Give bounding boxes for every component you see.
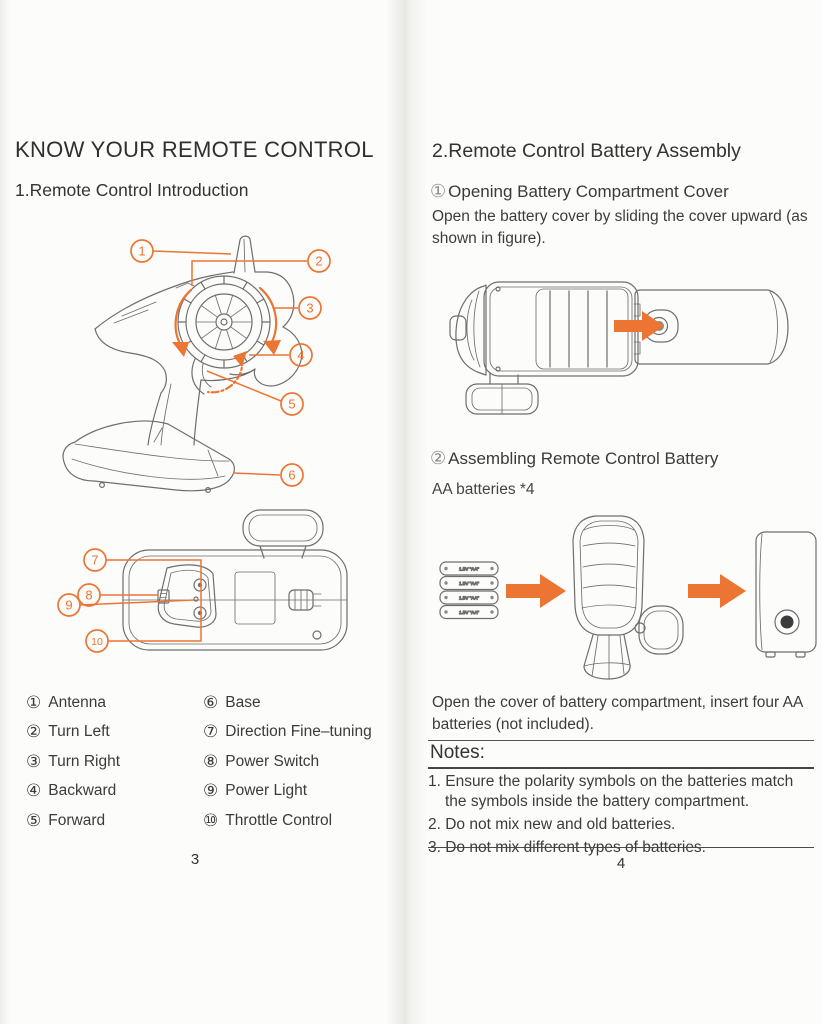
legend-item-forward: ⑤ Forward bbox=[26, 810, 106, 830]
callout-4: 4 bbox=[289, 343, 313, 367]
battery-cover-slide-figure bbox=[449, 281, 789, 415]
svg-text:1.5V "AA": 1.5V "AA" bbox=[459, 610, 479, 615]
note-item-1: 1. Ensure the polarity symbols on the ba… bbox=[428, 772, 794, 811]
right-page-number: 4 bbox=[616, 855, 626, 872]
callout-5: 5 bbox=[280, 392, 304, 416]
close-cover-arrow-icon bbox=[688, 574, 746, 608]
svg-text:3: 3 bbox=[306, 301, 313, 316]
turn-right-arrow-icon bbox=[258, 286, 281, 355]
control-panel-drawing bbox=[157, 564, 217, 628]
battery-insert-line-art: 1.5V "AA" 1.5V "AA" 1.5V "AA" 1.5V "AA" bbox=[439, 515, 817, 680]
legend-item-direction-fine-tuning: ⑦ Direction Fine–tuning bbox=[203, 722, 372, 742]
legend-column-1: ① Antenna ② Turn Left ③ Turn Right ④ Bac… bbox=[26, 688, 120, 836]
top-view-line-art bbox=[122, 509, 348, 651]
legend-item-backward: ④ Backward bbox=[26, 781, 117, 801]
legend-column-2: ⑥ Base ⑦ Direction Fine–tuning ⑧ Power S… bbox=[203, 688, 372, 836]
base-drawing bbox=[62, 420, 235, 494]
remote-top-view-figure: 7 8 9 10 bbox=[57, 509, 348, 653]
callout-2: 2 bbox=[307, 249, 331, 273]
svg-text:4: 4 bbox=[297, 348, 304, 363]
battery-cover-upright-drawing bbox=[755, 531, 817, 658]
right-page-title: 2.Remote Control Battery Assembly bbox=[432, 140, 741, 162]
battery-count-caption: AA batteries *4 bbox=[432, 481, 535, 498]
side-knob-drawing bbox=[288, 589, 322, 611]
turn-left-arrow-icon bbox=[172, 288, 193, 357]
power-switch-drawing bbox=[157, 589, 170, 604]
svg-text:2: 2 bbox=[315, 254, 322, 269]
battery-insert-figure: 1.5V "AA" 1.5V "AA" 1.5V "AA" 1.5V "AA" bbox=[439, 515, 817, 680]
note-item-2: 2. Do not mix new and old batteries. bbox=[428, 816, 676, 833]
left-page-number: 3 bbox=[190, 851, 200, 868]
legend-item-turn-left: ② Turn Left bbox=[26, 722, 110, 742]
remote-body-line-art bbox=[62, 235, 303, 494]
open-compartment-drawing bbox=[572, 515, 684, 680]
step1-heading: ① Opening Battery Compartment Cover bbox=[430, 181, 729, 201]
notes-heading: Notes: bbox=[428, 740, 814, 769]
trigger-motion-arrow-icon bbox=[206, 351, 247, 394]
slide-direction-arrow-icon bbox=[614, 311, 664, 341]
svg-text:1.5V "AA": 1.5V "AA" bbox=[459, 581, 479, 586]
legend-item-power-switch: ⑧ Power Switch bbox=[203, 751, 320, 771]
callout-7: 7 bbox=[83, 548, 107, 572]
svg-text:1.5V "AA": 1.5V "AA" bbox=[459, 595, 479, 600]
svg-text:5: 5 bbox=[288, 397, 295, 412]
step1-body-text: Open the battery cover by sliding the co… bbox=[432, 208, 808, 247]
svg-text:1: 1 bbox=[138, 244, 145, 259]
steering-wheel-top-drawing bbox=[242, 509, 324, 559]
step2-heading: ② Assembling Remote Control Battery bbox=[430, 448, 719, 468]
legend-item-turn-right: ③ Turn Right bbox=[26, 751, 121, 771]
legend-item-throttle-control: ⑩ Throttle Control bbox=[203, 810, 333, 830]
callout-leader-lines bbox=[152, 250, 307, 476]
legend-item-base: ⑥ Base bbox=[203, 692, 261, 712]
svg-text:1.5V "AA": 1.5V "AA" bbox=[459, 566, 479, 571]
aa-batteries-drawing: 1.5V "AA" 1.5V "AA" 1.5V "AA" 1.5V "AA" bbox=[439, 561, 499, 620]
steering-wheel-drawing bbox=[177, 275, 271, 369]
svg-text:7: 7 bbox=[91, 553, 98, 568]
svg-text:10: 10 bbox=[91, 636, 103, 648]
left-page-title: KNOW YOUR REMOTE CONTROL bbox=[15, 137, 374, 162]
notes-bottom-rule bbox=[428, 847, 814, 848]
wheel-rear-drawing bbox=[465, 372, 539, 415]
page-edge-shadow bbox=[0, 0, 10, 1024]
left-section-heading: 1.Remote Control Introduction bbox=[15, 180, 249, 200]
callout-10: 10 bbox=[85, 629, 109, 653]
remote-side-view-figure: 1 2 3 4 5 6 bbox=[62, 235, 331, 494]
callout-3: 3 bbox=[298, 296, 322, 320]
antenna-drawing bbox=[233, 235, 256, 274]
legend-item-power-light: ⑨ Power Light bbox=[203, 781, 308, 801]
callout-1: 1 bbox=[130, 239, 154, 263]
callout-8: 8 bbox=[77, 583, 101, 607]
callout-9: 9 bbox=[57, 593, 81, 617]
insert-arrow-icon bbox=[506, 574, 566, 608]
svg-text:8: 8 bbox=[85, 588, 92, 603]
after-figure-body-text: Open the cover of battery compartment, i… bbox=[432, 694, 803, 733]
notes-section: Notes: 1. Ensure the polarity symbols on… bbox=[428, 740, 814, 859]
callout-6: 6 bbox=[280, 463, 304, 487]
grip-rear-drawing bbox=[449, 284, 487, 376]
step2-number: ② bbox=[430, 448, 447, 468]
top-view-leader-lines bbox=[79, 559, 202, 642]
svg-text:6: 6 bbox=[288, 468, 295, 483]
svg-text:9: 9 bbox=[65, 598, 72, 613]
power-light-drawing bbox=[193, 596, 199, 602]
legend-item-antenna: ① Antenna bbox=[26, 692, 106, 712]
step1-number: ① bbox=[430, 181, 447, 201]
cover-slide-line-art bbox=[449, 281, 789, 415]
